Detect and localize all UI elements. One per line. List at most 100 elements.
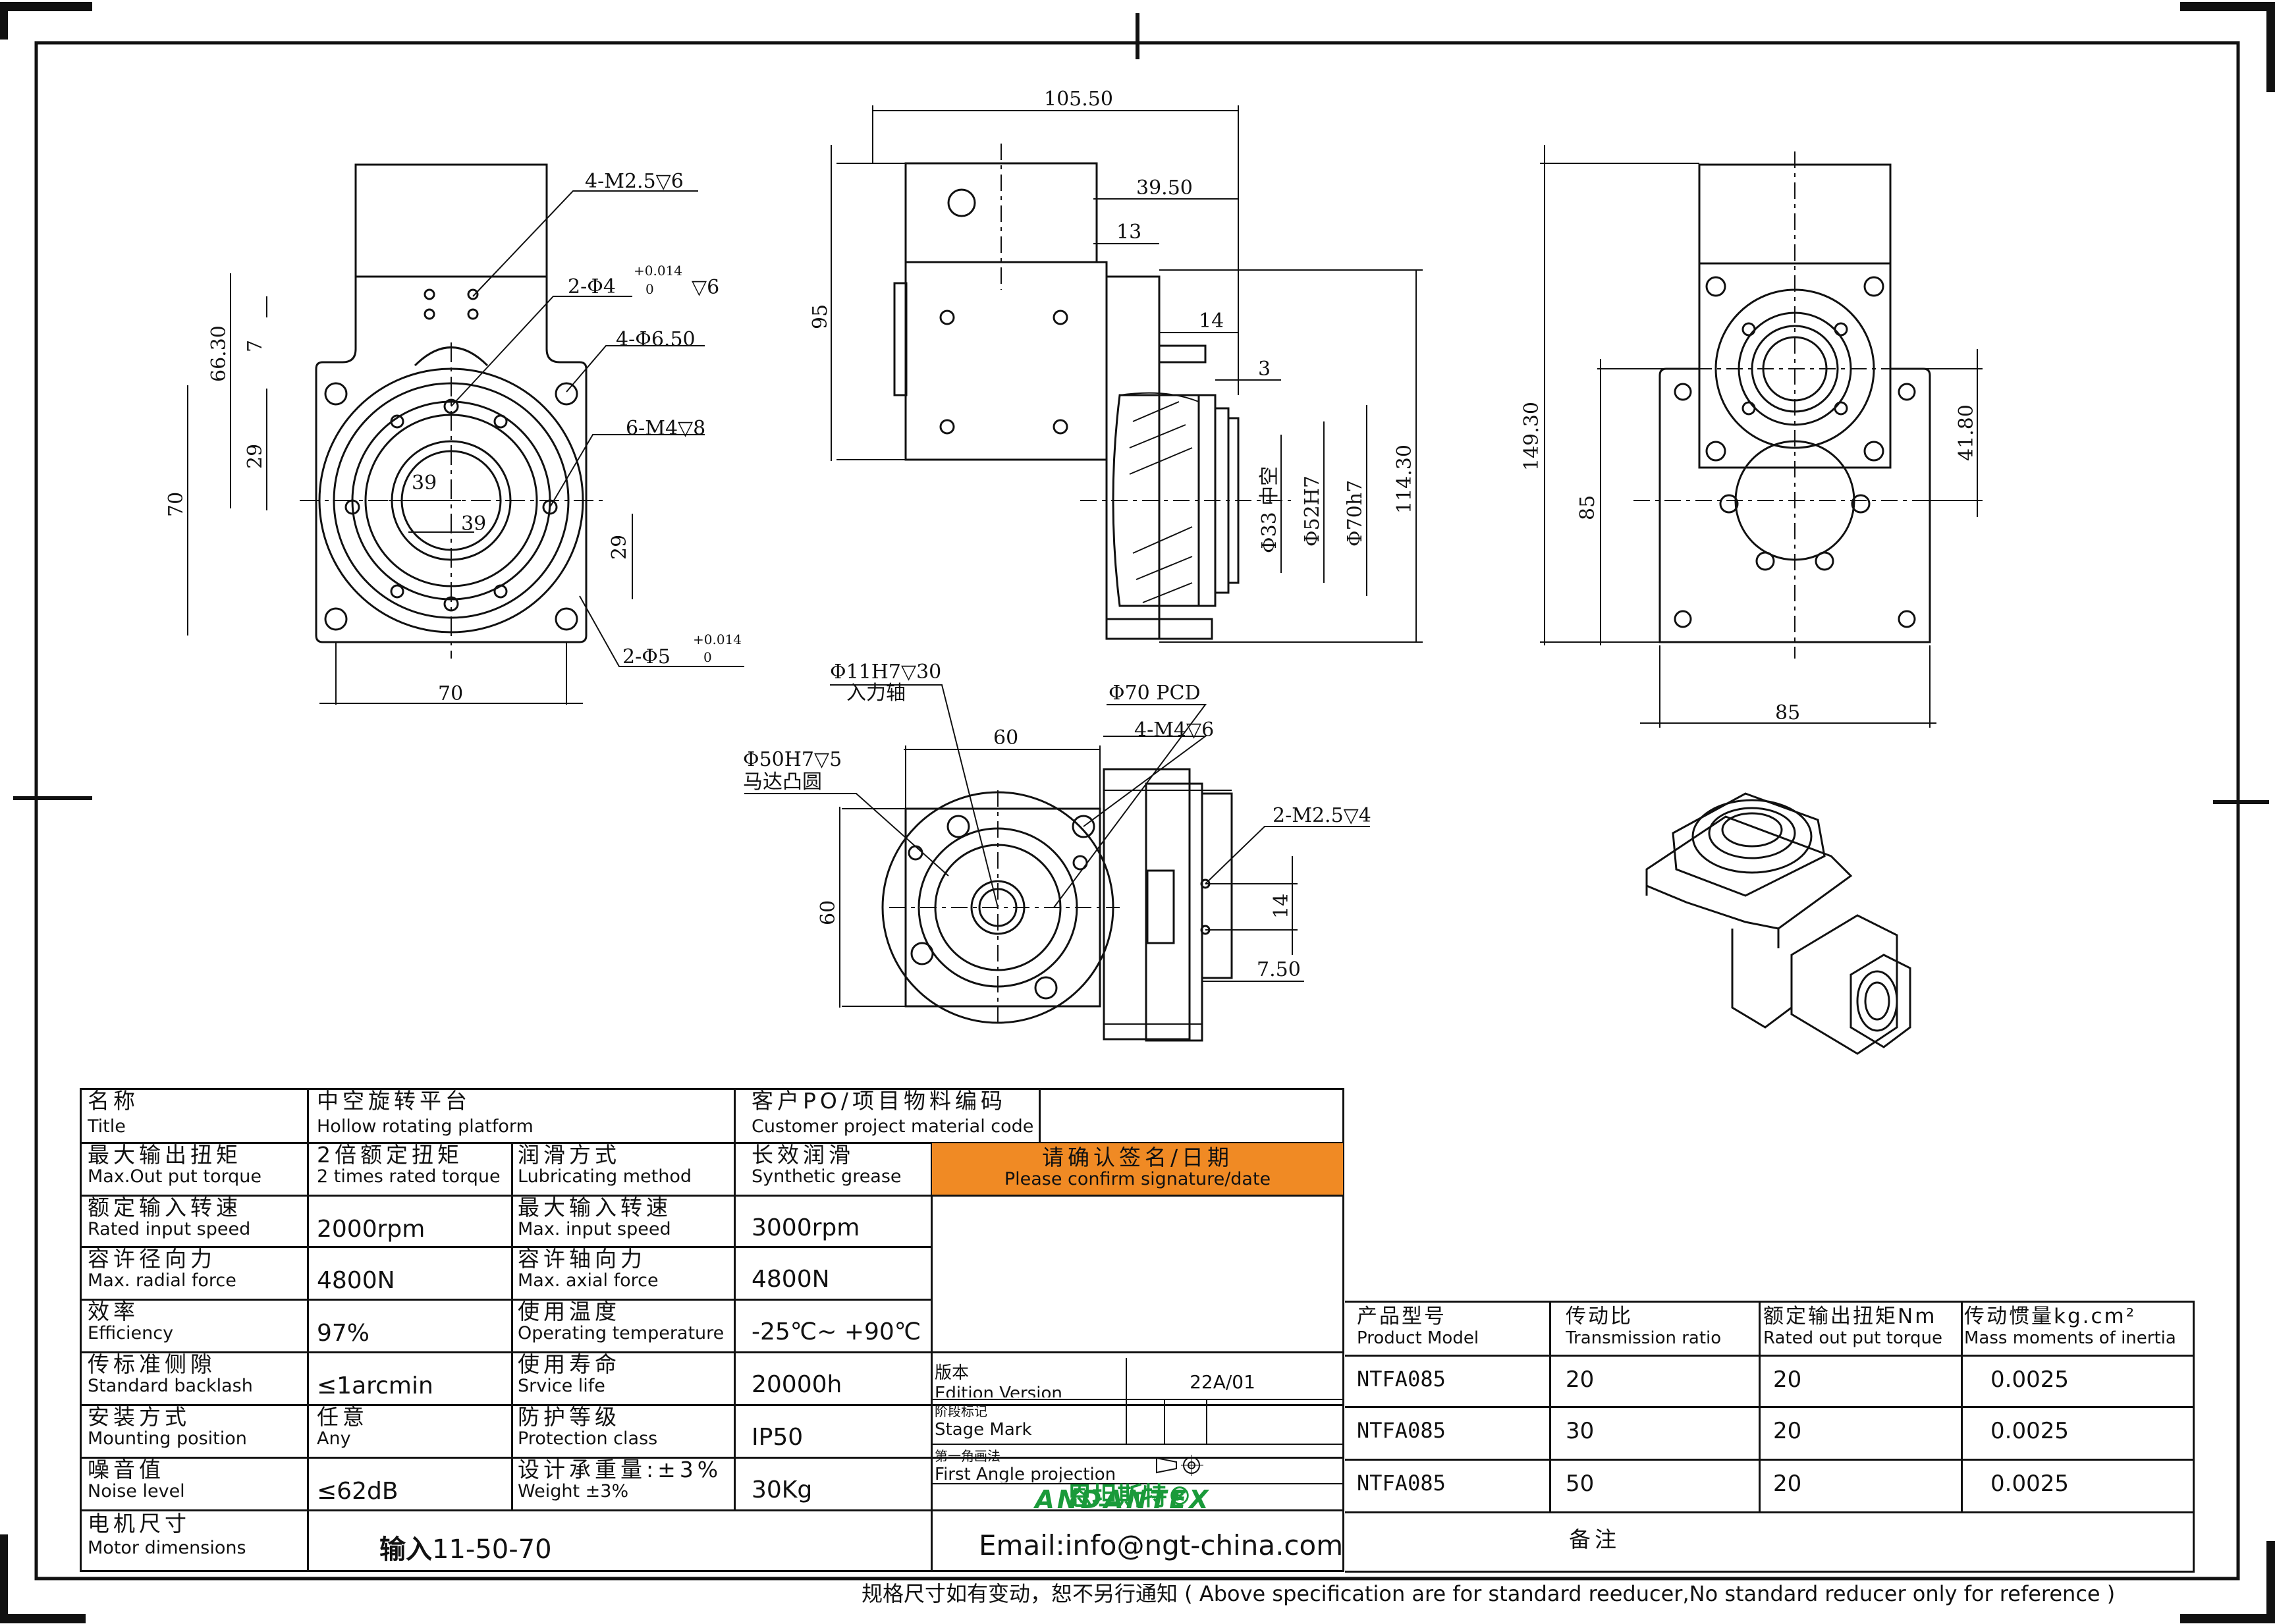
confirm-zh: 请确认签名/日期 <box>1041 1145 1234 1170</box>
stage-zh: 阶段标记 <box>935 1403 987 1419</box>
dim-13: 13 <box>1116 221 1141 244</box>
row-value-1: 2000rpm <box>317 1216 425 1243</box>
row-label-2-en: Max. input speed <box>518 1219 671 1239</box>
row-label-2-zh: 使用温度 <box>518 1300 620 1324</box>
side-view <box>831 105 1423 643</box>
model-cell: 0.0025 <box>1990 1367 2069 1393</box>
side-view-labels: 105.50 39.50 13 95 14 3 Φ33 中空 Φ52H7 Φ70… <box>809 88 1416 553</box>
row-label-zh: 安装方式 <box>88 1405 190 1430</box>
brand-en: ANDANTEX <box>1035 1485 1211 1514</box>
model-cell: 20 <box>1773 1471 1802 1497</box>
confirm-signature-box[interactable]: 请确认签名/日期 Please confirm signature/date <box>932 1143 1343 1195</box>
callout-4-phi6.50: 4-Φ6.50 <box>616 328 696 351</box>
row-value-2: 30Kg <box>752 1476 813 1503</box>
dim-105.50: 105.50 <box>1044 88 1113 111</box>
dim-60-vertical: 60 <box>817 900 840 925</box>
model-cell: 0.0025 <box>1990 1471 2069 1497</box>
dim-39-a: 39 <box>412 472 437 495</box>
isometric-view <box>1645 792 1911 1055</box>
row-label-2-en: Protection class <box>518 1428 658 1449</box>
row-value-1-zh: 任意 <box>317 1405 368 1430</box>
brand-zh: 恩坦斯特® <box>1066 1483 1192 1511</box>
callout-phi70-pcd: Φ70 PCD <box>1109 682 1201 705</box>
dim-39-b: 39 <box>461 512 486 535</box>
row-label-2-en: Lubricating method <box>518 1166 692 1187</box>
row-label-en: Max. radial force <box>88 1270 236 1291</box>
dim-phi52h7: Φ52H7 <box>1301 475 1324 547</box>
model-cell: 20 <box>1566 1367 1595 1393</box>
edition-value: 22A/01 <box>1190 1371 1255 1393</box>
row-value-1-en: 2 times rated torque <box>317 1166 501 1187</box>
row-value-1: ≤1arcmin <box>317 1372 433 1399</box>
row-label-zh: 最大输出扭矩 <box>88 1143 242 1168</box>
callout-phi50h7: Φ50H7▽5 <box>743 748 842 771</box>
callout-4-m2.5: 4-M2.5▽6 <box>585 170 684 193</box>
model-cell: 20 <box>1773 1418 1802 1444</box>
dim-7: 7 <box>244 340 267 352</box>
customer-code-zh: 客户PO/项目物料编码 <box>752 1089 1006 1114</box>
dim-60-horizontal: 60 <box>993 726 1018 749</box>
front-view-labels: 4-M2.5▽6 2-Φ4 +0.014 0 ▽6 4-Φ6.50 6-M4▽8… <box>165 170 742 705</box>
motor-label-en: Motor dimensions <box>88 1538 246 1558</box>
row-value-1-zh: 2倍额定扭矩 <box>317 1143 463 1168</box>
dim-7.50: 7.50 <box>1257 958 1301 981</box>
row-value-1: 4800N <box>317 1267 395 1294</box>
dim-149.30: 149.30 <box>1520 402 1543 471</box>
dim-3: 3 <box>1258 358 1271 381</box>
callout-6-m4: 6-M4▽8 <box>626 417 705 440</box>
model-header-zh: 传动比 <box>1566 1305 1633 1328</box>
dim-70-bottom: 70 <box>438 682 463 705</box>
dim-66.30: 66.30 <box>207 325 231 382</box>
dim-29-left: 29 <box>244 444 267 469</box>
model-cell: NTFA085 <box>1357 1471 1446 1496</box>
row-label-2-en: Operating temperature <box>518 1323 725 1343</box>
bottom-view-labels: Φ11H7▽30 入力轴 Φ70 PCD 4-M4▽6 Φ50H7▽5 马达凸圆… <box>743 661 1371 981</box>
right-view <box>1540 145 1983 728</box>
row-value-1-en: Any <box>317 1428 351 1449</box>
motor-value: 输入11-50-70 <box>379 1528 722 1567</box>
row-label-en: Mounting position <box>88 1428 247 1449</box>
dim-95: 95 <box>809 304 832 329</box>
row-value-2-zh: 长效润滑 <box>752 1143 854 1168</box>
row-label-zh: 效率 <box>88 1300 139 1324</box>
row-label-2-zh: 使用寿命 <box>518 1353 620 1377</box>
row-value-2: 3000rpm <box>752 1214 860 1241</box>
dim-14-bottom: 14 <box>1270 894 1293 919</box>
model-cell: 50 <box>1566 1471 1595 1497</box>
row-value-2-en: Synthetic grease <box>752 1166 902 1187</box>
callout-2-m2.5: 2-M2.5▽4 <box>1273 804 1371 827</box>
tolerance-lower: 0 <box>645 281 654 297</box>
projection-zh: 第一角画法 <box>935 1448 1000 1464</box>
title-label-en: Title <box>88 1116 126 1137</box>
row-label-zh: 容许径向力 <box>88 1247 216 1272</box>
row-label-2-en: Max. axial force <box>518 1270 659 1291</box>
corner-mark-br <box>2180 1541 2275 1623</box>
corner-mark-tr <box>2180 2 2275 92</box>
row-value-2: 20000h <box>752 1371 842 1398</box>
corner-mark-tl <box>0 2 92 40</box>
row-value-1: ≤62dB <box>317 1478 398 1505</box>
stage-en: Stage Mark <box>935 1420 1032 1440</box>
right-view-labels: 149.30 85 41.80 85 <box>1520 402 1978 724</box>
model-header-en: Transmission ratio <box>1566 1328 1722 1348</box>
callout-phi11h7: Φ11H7▽30 <box>830 661 941 684</box>
spec-table: 名称 Title 中空旋转平台 Hollow rotating platform… <box>80 1088 1344 1573</box>
dim-114.30: 114.30 <box>1393 445 1416 514</box>
title-label-zh: 名称 <box>88 1089 139 1114</box>
model-cell: 0.0025 <box>1990 1418 2069 1444</box>
motor-value-text: 11-50-70 <box>432 1534 552 1565</box>
depth-mark: ▽6 <box>692 276 719 299</box>
model-header-en: Mass moments of inertia <box>1964 1328 2176 1348</box>
model-header-en: Product Model <box>1357 1328 1479 1348</box>
row-label-2-zh: 最大输入转速 <box>518 1196 672 1220</box>
dim-14: 14 <box>1199 310 1224 333</box>
row-label-2-zh: 润滑方式 <box>518 1143 620 1168</box>
first-angle-projection-icon <box>1156 1455 1203 1476</box>
tolerance-lower-2: 0 <box>703 649 712 665</box>
callout-motor-boss: 马达凸圆 <box>743 771 822 794</box>
model-cell: NTFA085 <box>1357 1418 1446 1443</box>
row-label-zh: 额定输入转速 <box>88 1196 242 1220</box>
dim-85-horizontal: 85 <box>1775 701 1800 724</box>
